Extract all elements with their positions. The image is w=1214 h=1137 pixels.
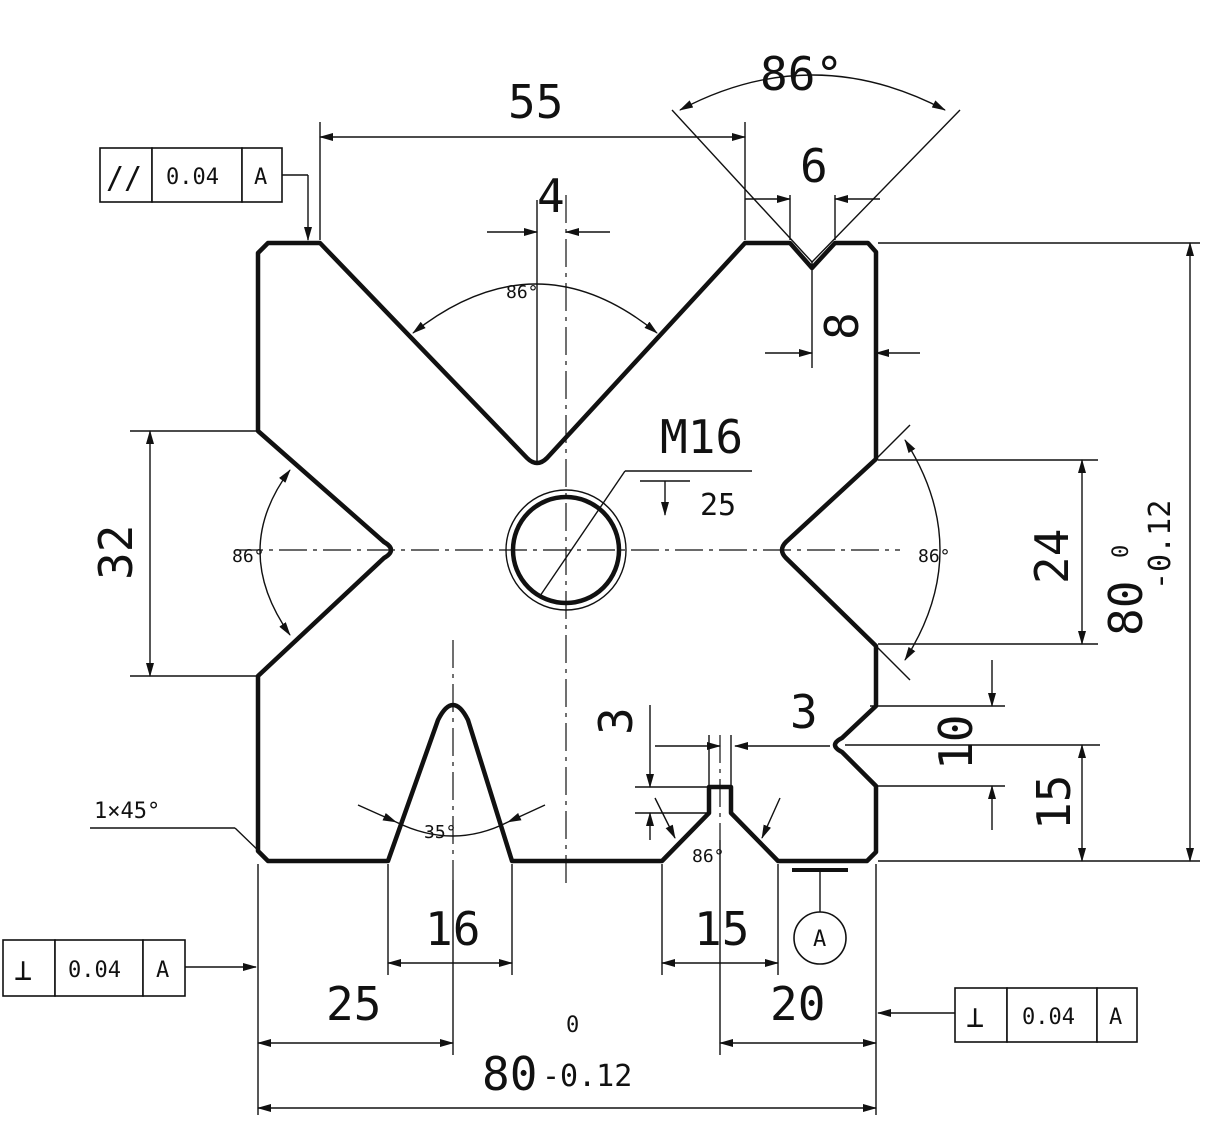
- dim-80-width-upper: 0: [566, 1013, 579, 1038]
- dim-80-width-lower: -0.12: [542, 1059, 632, 1094]
- parallel-value: 0.04: [166, 165, 219, 190]
- perp-right-value: 0.04: [1022, 1005, 1075, 1030]
- dim-86-right: 86°: [918, 546, 951, 567]
- dim-86-top-right: 86°: [760, 47, 843, 101]
- datum-a-symbol: [793, 911, 847, 965]
- part-outline: [255, 240, 879, 864]
- dim-55: 55: [508, 75, 563, 129]
- thread-depth: 25: [700, 488, 736, 523]
- thread-label: M16: [660, 410, 743, 464]
- chamfer-label: 1×45°: [94, 799, 160, 824]
- dim-6: 6: [800, 139, 828, 193]
- frame-parallelism: // 0.04 A: [99, 147, 283, 203]
- parallel-datum: A: [254, 165, 267, 190]
- perp-left-datum: A: [156, 958, 169, 983]
- dim-80-height-upper: 0: [1109, 545, 1134, 558]
- dim-3-right: 3: [790, 685, 818, 739]
- dim-80-height-lower: -0.12: [1143, 500, 1178, 590]
- perp-left-value: 0.04: [68, 958, 121, 983]
- parallel-symbol: //: [106, 161, 142, 196]
- dim-86-left: 86°: [232, 546, 265, 567]
- dim-32: 32: [89, 525, 143, 580]
- dim-86-top-v: 86°: [506, 282, 539, 303]
- dim-4: 4: [537, 169, 565, 223]
- dim-86-bottom: 86°: [692, 846, 725, 867]
- perp-right-datum: A: [1109, 1005, 1122, 1030]
- datum-a-label: A: [813, 927, 826, 952]
- dim-20: 20: [770, 977, 825, 1031]
- dim-15-bottom: 15: [694, 902, 749, 956]
- frame-perpendicularity-right: ⊥ 0.04 A: [954, 987, 1138, 1043]
- dim-8: 8: [815, 312, 869, 340]
- perp-right-symbol: ⊥: [966, 1000, 984, 1035]
- dim-25: 25: [326, 977, 381, 1031]
- perp-left-symbol: ⊥: [14, 953, 32, 988]
- dim-24: 24: [1025, 529, 1079, 584]
- dim-80-width: 80: [482, 1047, 537, 1101]
- dim-10: 10: [929, 715, 983, 770]
- dim-35: 35°: [424, 822, 457, 843]
- dim-15-right: 15: [1027, 775, 1081, 830]
- dim-3-left: 3: [589, 707, 643, 735]
- dim-80-height: 80: [1099, 581, 1153, 636]
- frame-perpendicularity-left: ⊥ 0.04 A: [2, 939, 186, 997]
